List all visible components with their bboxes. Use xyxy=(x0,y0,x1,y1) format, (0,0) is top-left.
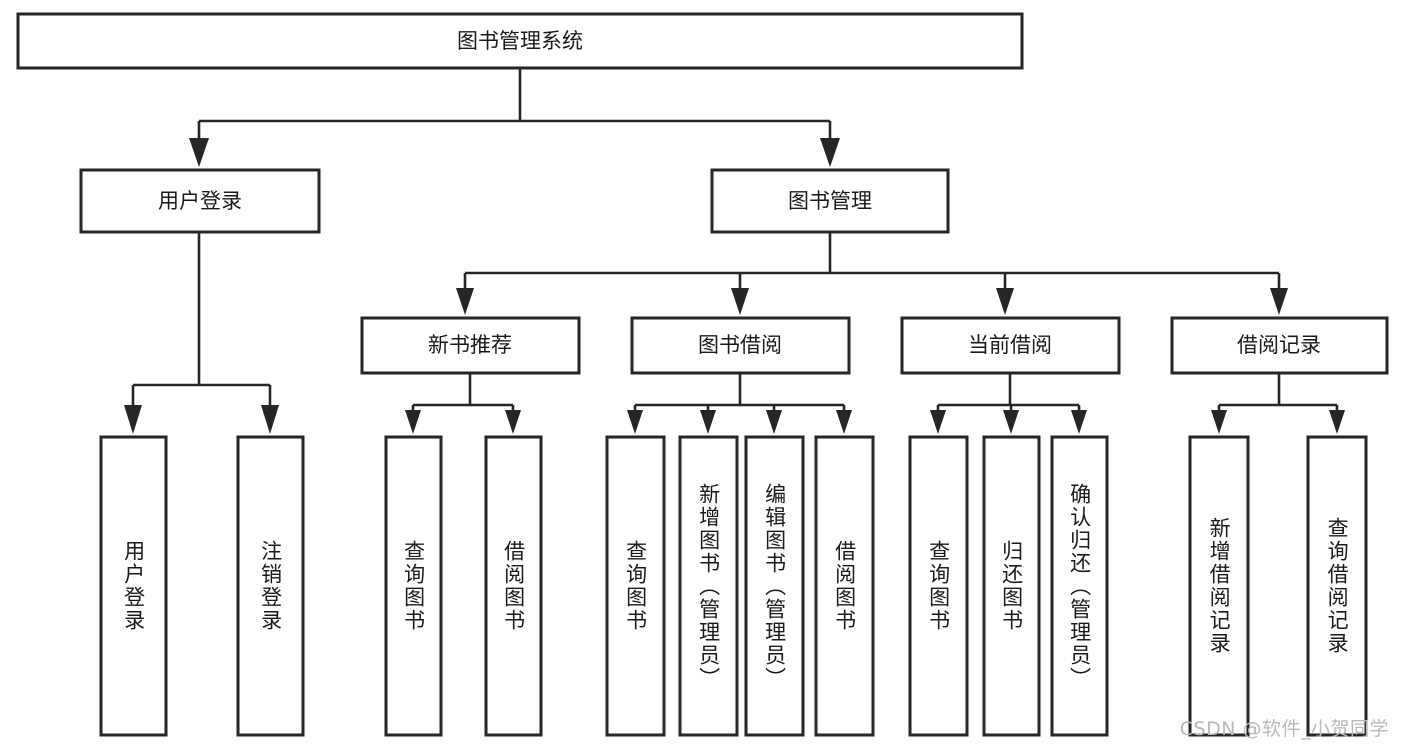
arrowhead-current-borrow xyxy=(996,288,1014,315)
node-borrow-record-label: 借阅记录 xyxy=(1237,333,1321,357)
arrowhead-leaf-logout-login xyxy=(261,405,279,434)
node-book-manage[interactable]: 图书管理 xyxy=(710,168,950,234)
node-root[interactable]: 图书管理系统 xyxy=(16,12,1024,70)
arrowhead-book-manage xyxy=(820,138,840,167)
arrowhead-leaf-add-borrow-rec xyxy=(1211,410,1227,434)
arrowhead-borrow-record xyxy=(1270,288,1288,315)
leaf-user-login-box[interactable] xyxy=(99,435,168,737)
leaf-add-borrow-rec-box[interactable] xyxy=(1188,435,1250,737)
arrowhead-leaf-query-book-rec xyxy=(405,410,421,434)
arrowhead-new-book-rec xyxy=(456,288,474,315)
node-user-login-box[interactable] xyxy=(79,168,321,234)
node-book-borrow-label: 图书借阅 xyxy=(698,333,782,357)
leaf-node-boxes xyxy=(99,435,1368,737)
leaf-return-book-box[interactable] xyxy=(982,435,1041,737)
node-root-label: 图书管理系统 xyxy=(457,29,583,53)
arrowhead-leaf-confirm-return xyxy=(1071,410,1087,434)
node-root-box[interactable] xyxy=(16,12,1024,70)
arrowhead-book-borrow xyxy=(731,288,749,315)
arrowhead-leaf-borrow-book-rec xyxy=(505,410,521,434)
connectors xyxy=(124,68,1345,434)
arrowhead-user-login xyxy=(189,138,209,167)
node-user-login[interactable]: 用户登录 xyxy=(79,168,321,234)
node-book-borrow[interactable]: 图书借阅 xyxy=(630,316,851,375)
leaf-edit-book-admin-box[interactable] xyxy=(744,435,805,737)
leaf-query-book-bor-box[interactable] xyxy=(605,435,666,737)
leaf-query-borrow-rec-box[interactable] xyxy=(1306,435,1368,737)
arrowhead-leaf-return-book xyxy=(1003,410,1019,434)
leaf-add-book-admin-box[interactable] xyxy=(678,435,739,737)
watermark-text: CSDN @软件_小贺同学 xyxy=(1179,718,1389,740)
node-new-book-rec-box[interactable] xyxy=(360,316,581,375)
leaf-confirm-return-box[interactable] xyxy=(1050,435,1109,737)
node-current-borrow-label: 当前借阅 xyxy=(968,333,1052,357)
node-new-book-rec[interactable]: 新书推荐 xyxy=(360,316,581,375)
node-book-borrow-box[interactable] xyxy=(630,316,851,375)
leaf-borrow-book-rec-box[interactable] xyxy=(484,435,543,737)
node-current-borrow-box[interactable] xyxy=(900,316,1121,375)
node-current-borrow[interactable]: 当前借阅 xyxy=(900,316,1121,375)
arrowhead-leaf-edit-book-admin xyxy=(766,410,782,434)
node-borrow-record[interactable]: 借阅记录 xyxy=(1170,316,1389,375)
arrowhead-leaf-user-login xyxy=(124,405,142,434)
node-user-login-label: 用户登录 xyxy=(158,189,242,213)
node-book-manage-label: 图书管理 xyxy=(788,189,872,213)
arrowhead-leaf-query-book-cur xyxy=(930,410,946,434)
node-book-manage-box[interactable] xyxy=(710,168,950,234)
arrowhead-leaf-query-borrow-rec xyxy=(1329,410,1345,434)
node-borrow-record-box[interactable] xyxy=(1170,316,1389,375)
leaf-query-book-rec-box[interactable] xyxy=(384,435,443,737)
node-new-book-rec-label: 新书推荐 xyxy=(428,333,512,357)
leaf-query-book-cur-box[interactable] xyxy=(908,435,969,737)
arrowhead-leaf-add-book-admin xyxy=(700,410,716,434)
arrowhead-leaf-query-book-bor xyxy=(627,410,643,434)
leaf-borrow-book-bor-box[interactable] xyxy=(814,435,875,737)
arrowhead-leaf-borrow-book-bor xyxy=(836,410,852,434)
leaf-logout-login-box[interactable] xyxy=(236,435,305,737)
